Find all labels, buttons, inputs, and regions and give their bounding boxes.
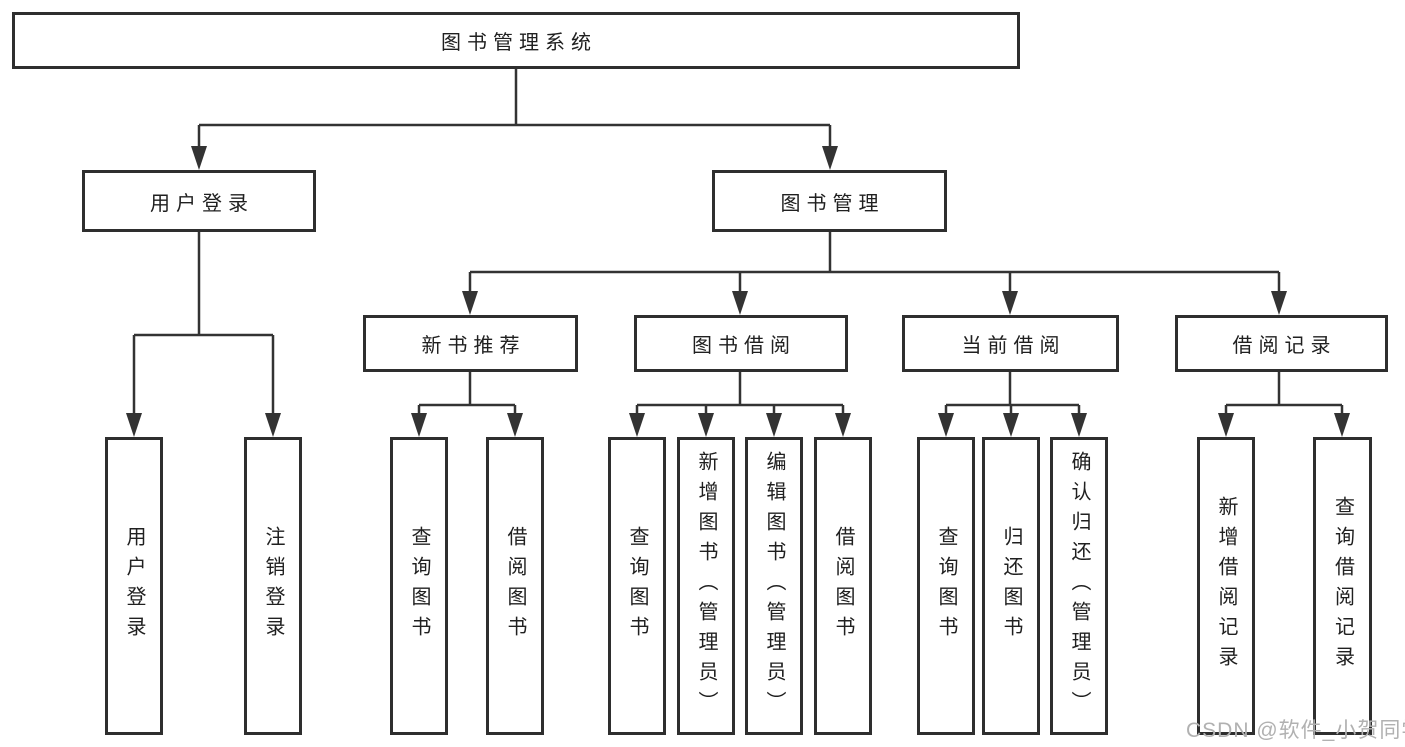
- leaf-logout: 注销登录: [244, 437, 302, 735]
- leaf-current-confirm-return-admin: 确认归还（管理员）: [1050, 437, 1108, 735]
- leaf-current-return-books: 归还图书: [982, 437, 1040, 735]
- node-root: 图书管理系统: [12, 12, 1020, 69]
- node-current-borrow: 当前借阅: [902, 315, 1119, 372]
- connector-current-split: [944, 372, 1081, 418]
- leaf-current-query-books: 查询图书: [917, 437, 975, 735]
- connector-book-mgmt-split: [468, 232, 1281, 295]
- leaf-borrow-borrow-books: 借阅图书: [814, 437, 872, 735]
- node-book-borrow: 图书借阅: [634, 315, 848, 372]
- node-user-login: 用户登录: [82, 170, 316, 232]
- connector-records-split: [1224, 372, 1344, 418]
- leaf-borrow-add-books-admin: 新增图书（管理员）: [677, 437, 735, 735]
- leaf-newrec-query-books: 查询图书: [390, 437, 448, 735]
- arrowheads: [126, 146, 1350, 437]
- connector-borrow-split: [635, 372, 845, 418]
- node-new-book-rec: 新书推荐: [363, 315, 578, 372]
- leaf-newrec-borrow-books: 借阅图书: [486, 437, 544, 735]
- connector-root-split: [197, 68, 832, 150]
- leaf-borrow-edit-books-admin: 编辑图书（管理员）: [745, 437, 803, 735]
- csdn-watermark: CSDN @软件_小贺同学: [1186, 719, 1405, 742]
- leaf-records-add-record: 新增借阅记录: [1197, 437, 1255, 735]
- leaf-borrow-query-books: 查询图书: [608, 437, 666, 735]
- leaf-user-login: 用户登录: [105, 437, 163, 735]
- connector-user-login-split: [132, 232, 275, 418]
- node-book-mgmt: 图书管理: [712, 170, 947, 232]
- connector-new-rec-split: [417, 372, 517, 418]
- node-borrow-records: 借阅记录: [1175, 315, 1388, 372]
- leaf-records-query-record: 查询借阅记录: [1313, 437, 1372, 735]
